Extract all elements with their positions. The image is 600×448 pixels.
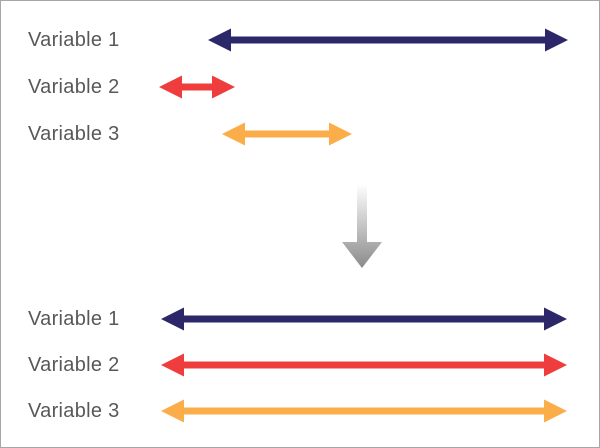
top-variable-label-1: Variable 1 [28, 29, 120, 51]
bottom-variable-label-1: Variable 1 [28, 308, 120, 330]
top-double-arrow-variable-3 [222, 122, 352, 146]
bottom-double-arrow-variable-2 [161, 353, 567, 377]
transform-down-arrow-icon [342, 184, 382, 268]
top-double-arrow-variable-2 [159, 75, 235, 99]
bottom-double-arrow-variable-3 [161, 399, 567, 423]
bottom-variable-label-2: Variable 2 [28, 354, 120, 376]
bottom-arrow-group [161, 307, 567, 423]
top-double-arrow-variable-1 [208, 28, 568, 52]
bottom-double-arrow-variable-1 [161, 307, 567, 331]
top-variable-label-2: Variable 2 [28, 76, 120, 98]
top-variable-label-3: Variable 3 [28, 123, 120, 145]
bottom-variable-label-3: Variable 3 [28, 400, 120, 422]
top-arrow-group [159, 28, 568, 146]
